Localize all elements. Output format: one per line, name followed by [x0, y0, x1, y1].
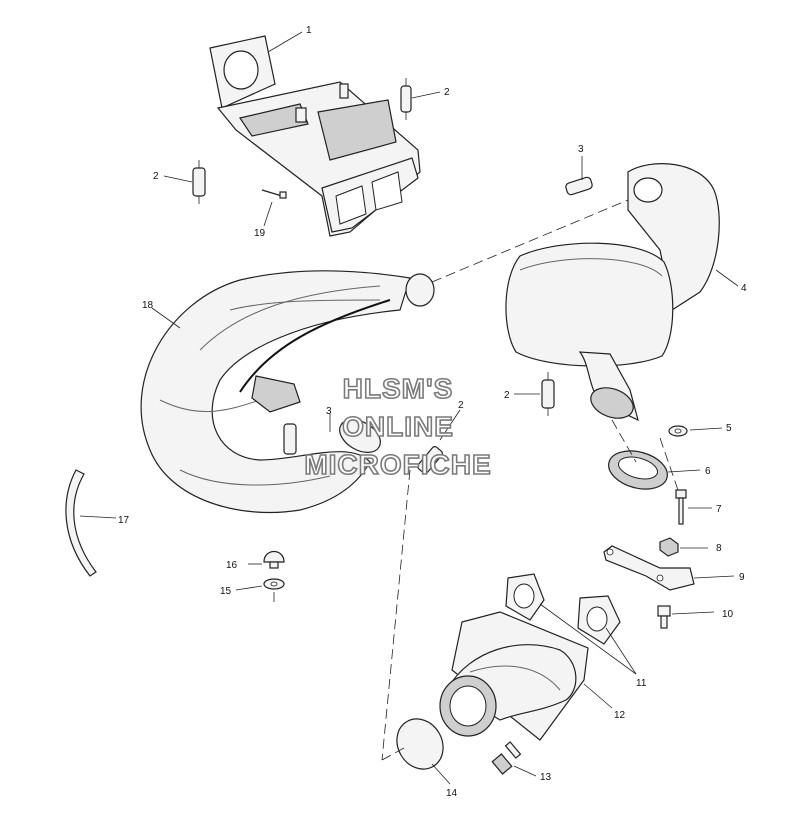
part-5-washer: [668, 425, 688, 437]
part-2-mount-left: [192, 160, 206, 204]
callout-2-pipe: 2: [458, 400, 464, 411]
part-19-screw: [261, 189, 287, 199]
callout-12: 12: [614, 710, 626, 721]
callout-6: 6: [705, 466, 711, 477]
callout-4: 4: [741, 283, 747, 294]
part-2-mount-top: [400, 78, 412, 120]
part-3-spring-center: [283, 423, 297, 455]
callout-8: 8: [716, 543, 722, 554]
part-8-nut: [659, 537, 679, 557]
callout-2-left: 2: [153, 171, 159, 182]
callout-5: 5: [726, 423, 732, 434]
callout-2-top: 2: [444, 87, 450, 98]
callout-3-top: 3: [578, 144, 584, 155]
part-15-washer: [263, 578, 285, 602]
callout-15: 15: [220, 586, 232, 597]
callout-11: 11: [636, 678, 647, 689]
part-17-strap: [65, 469, 97, 577]
watermark-line-3: MICROFICHE: [304, 449, 491, 480]
watermark-line-1: HLSM'S: [343, 373, 454, 404]
part-16-bumper: [263, 550, 285, 569]
watermark-line-2: ONLINE: [342, 411, 454, 442]
callout-18: 18: [142, 300, 154, 311]
callout-9: 9: [739, 572, 745, 583]
part-3-spring-top: [565, 176, 593, 196]
callout-14: 14: [446, 788, 458, 799]
part-6-gasket: [608, 450, 668, 490]
callout-19: 19: [254, 228, 266, 239]
watermark: HLSM'S ONLINE MICROFICHE: [304, 372, 492, 481]
part-10-screw: [657, 605, 671, 629]
callout-10: 10: [722, 609, 734, 620]
part-2-mount-pipe: [417, 446, 443, 474]
callout-1: 1: [306, 25, 312, 36]
callout-7: 7: [716, 504, 722, 515]
part-4-silencer: [505, 163, 720, 422]
part-1-mounting-bracket: [209, 35, 421, 237]
callout-16: 16: [226, 560, 238, 571]
callouts: 1 2 2 2 2 3 3 4 5 6 7 8 9 10 11 12 13 14…: [118, 25, 747, 799]
part-9-bracket-arm: [603, 545, 695, 591]
part-7-bolt: [675, 489, 687, 525]
part-2-mount-center: [541, 372, 555, 416]
callout-13: 13: [540, 772, 552, 783]
part-11-gaskets: [505, 573, 621, 645]
leader-lines: [79, 31, 739, 785]
part-13-stud: [491, 741, 522, 775]
callout-2-center: 2: [504, 390, 510, 401]
assembly-lines: [381, 199, 679, 761]
part-12-manifold: [439, 611, 589, 741]
part-14-cap: [396, 718, 444, 770]
callout-3-center: 3: [326, 406, 332, 417]
callout-17: 17: [118, 515, 130, 526]
part-18-expansion-chamber: [140, 270, 435, 514]
